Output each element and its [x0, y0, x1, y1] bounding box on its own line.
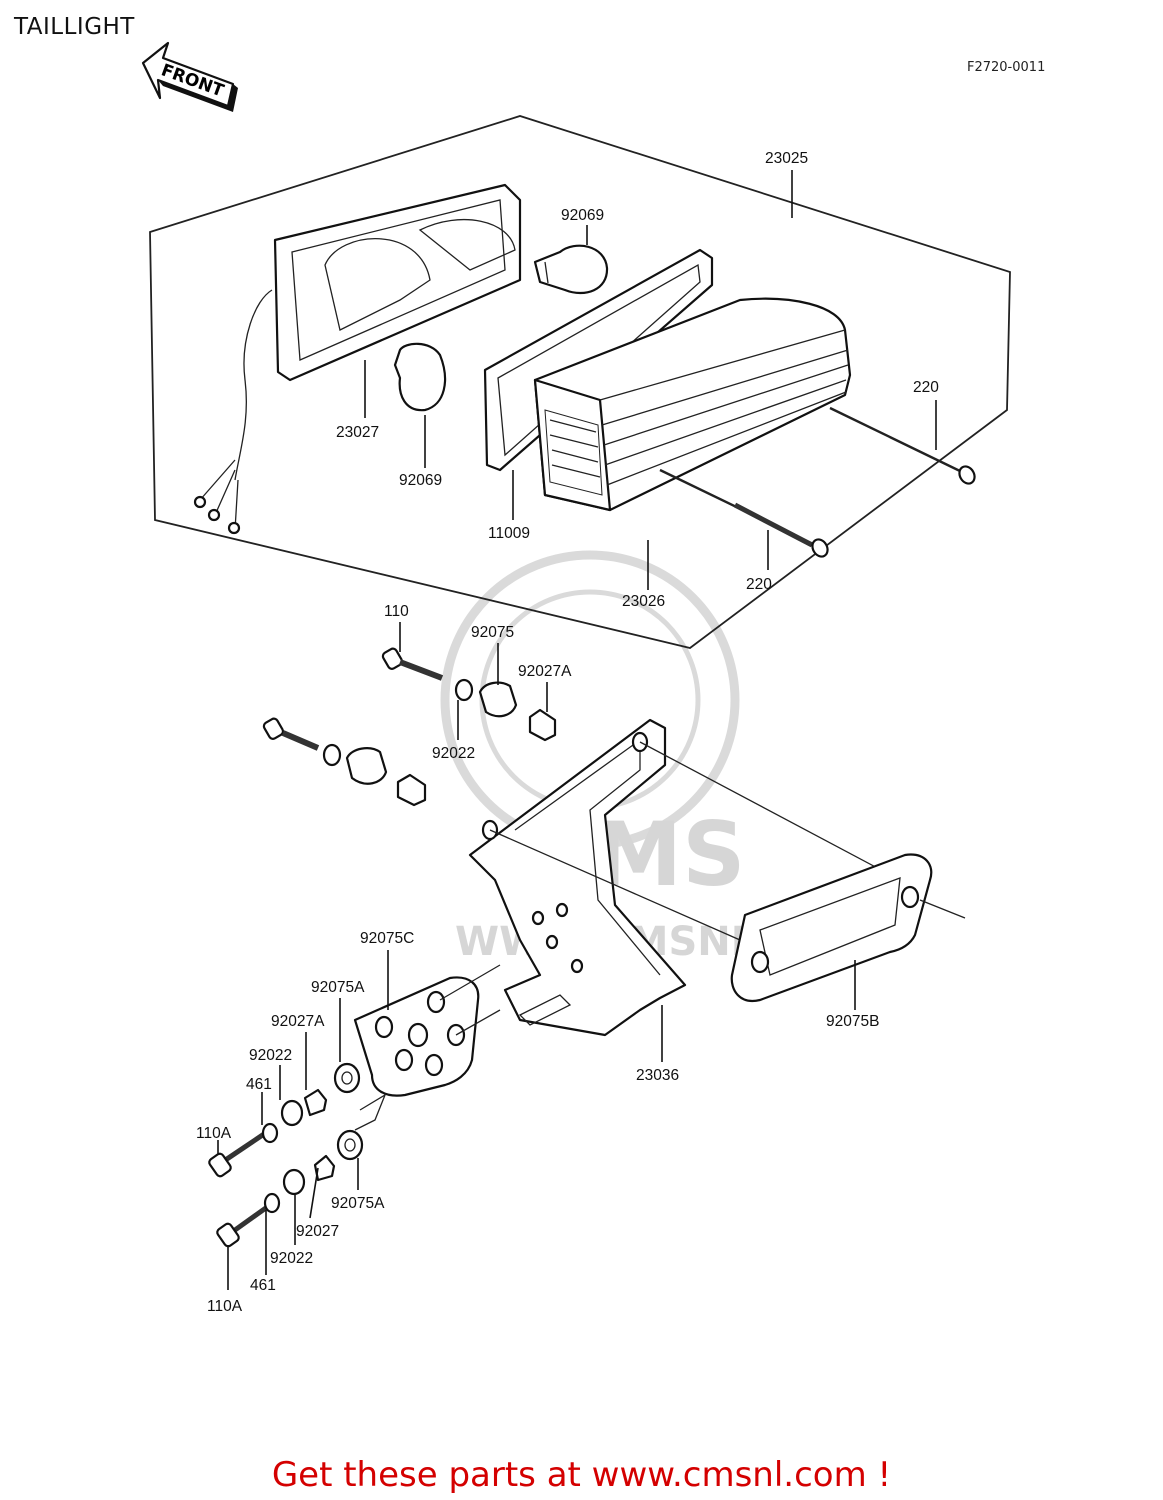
- figure-code: F2720-0011: [967, 60, 1046, 75]
- bulb-92069-lower: [393, 342, 447, 412]
- bolt-110: [381, 647, 444, 681]
- label-92075: 92075: [471, 624, 514, 641]
- assembly-outline: [149, 115, 1011, 649]
- lens-housing-23026: [533, 297, 852, 512]
- leader-lines: [217, 170, 937, 1290]
- label-220-lower: 220: [746, 576, 772, 593]
- label-23026: 23026: [622, 593, 665, 610]
- label-92075C: 92075C: [360, 930, 414, 947]
- grommet-upper-second: [345, 747, 388, 785]
- damper-92075B: [730, 853, 966, 1003]
- lower-fastener-set-2: [216, 1129, 364, 1248]
- washer-upper-second: [322, 743, 342, 767]
- label-92022-upper: 92022: [432, 745, 475, 762]
- label-92022-middle: 92022: [249, 1047, 292, 1064]
- grommet-92075: [478, 681, 518, 718]
- lamp-base-23027: [193, 183, 522, 535]
- label-110A-upper: 110A: [196, 1125, 232, 1142]
- label-92075A-lower: 92075A: [331, 1195, 385, 1212]
- promo-footer-link[interactable]: Get these parts at www.cmsnl.com !: [271, 1455, 892, 1495]
- label-461-lower: 461: [250, 1277, 276, 1294]
- label-92022-lower: 92022: [270, 1250, 313, 1267]
- label-92075A-upper: 92075A: [311, 979, 365, 996]
- front-arrow-icon: FRONT: [141, 41, 238, 112]
- label-461-upper: 461: [246, 1076, 272, 1093]
- label-92075B: 92075B: [826, 1013, 879, 1030]
- lower-fastener-set-1: [208, 1062, 387, 1178]
- label-92069-upper: 92069: [561, 207, 604, 224]
- bolt-upper-second: [262, 717, 320, 751]
- bracket-23036: [468, 718, 901, 1037]
- label-92027A-upper: 92027A: [518, 663, 572, 680]
- screw-220-lower: [659, 468, 829, 558]
- part-labels: 23025 92069 23027 92069 220 11009 220 23…: [196, 150, 939, 1315]
- screw-220-upper: [829, 406, 976, 485]
- label-92069-lower: 92069: [399, 472, 442, 489]
- label-110: 110: [384, 603, 409, 620]
- collar-92027A-upper: [528, 708, 557, 742]
- rubber-pad-92075C: [353, 964, 501, 1097]
- label-23025: 23025: [765, 150, 808, 167]
- washer-92022-upper: [454, 678, 474, 702]
- bulb-92069-upper: [533, 244, 609, 295]
- label-11009: 11009: [488, 525, 530, 542]
- label-92027: 92027: [296, 1223, 339, 1240]
- label-220-upper: 220: [913, 379, 939, 396]
- label-23036: 23036: [636, 1067, 679, 1084]
- label-110A-lower: 110A: [207, 1298, 243, 1315]
- diagram-title: TAILLIGHT: [14, 14, 135, 40]
- label-92027A-lower: 92027A: [271, 1013, 325, 1030]
- collar-upper-second: [396, 773, 427, 807]
- label-23027: 23027: [336, 424, 379, 441]
